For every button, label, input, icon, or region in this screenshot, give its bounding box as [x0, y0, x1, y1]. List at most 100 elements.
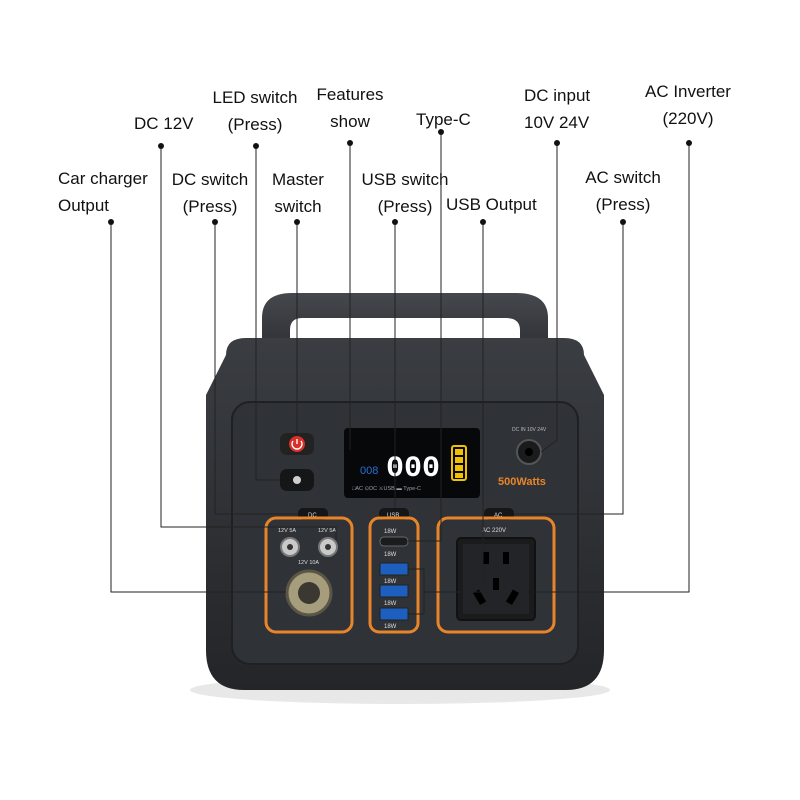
usb-port-label: 18W [384, 601, 397, 607]
leader-dot [212, 219, 218, 225]
label-type-c: Type-C [416, 106, 471, 133]
dc-port-left-label: 12V 5A [278, 528, 296, 534]
label-line: (Press) [377, 197, 433, 216]
battery-bar [455, 449, 463, 455]
ac-outlet-label: AC 220V [482, 528, 506, 534]
leader-led-switch [255, 146, 280, 481]
usb-port-label: 18W [384, 624, 397, 630]
dc-switch-label: DC [308, 513, 317, 519]
label-line: show [330, 112, 370, 131]
leader-lines [110, 132, 690, 615]
usb-output-frame [368, 516, 420, 634]
label-master-switch: Master switch [262, 166, 334, 220]
label-line: AC switch [585, 168, 661, 187]
label-usb-switch: USB switch (Press) [353, 166, 457, 220]
usb-a-port[interactable] [379, 584, 409, 598]
ac-switch-label: AC [494, 513, 503, 519]
label-line: Output [58, 196, 110, 215]
leader-dc-12v [160, 146, 337, 540]
label-line: Features [316, 85, 384, 104]
battery-icon [451, 445, 467, 481]
leader-dots [108, 129, 692, 225]
label-line: AC Inverter [645, 82, 731, 101]
battery-bar [455, 457, 463, 463]
ac-outlet-slot [503, 552, 509, 564]
leader-ac-inverter [535, 143, 690, 593]
label-line: (Press) [595, 195, 651, 214]
usb-switch-label: USB [387, 513, 399, 519]
ac-outlet-slot [505, 589, 519, 606]
label-line: switch [274, 197, 322, 216]
carry-handle [262, 293, 548, 350]
leader-dc-input [540, 143, 558, 453]
label-ac-inverter: AC Inverter (220V) [632, 78, 744, 132]
leader-dot [158, 143, 164, 149]
label-usb-output: USB Output [446, 191, 537, 218]
type-c-port[interactable] [379, 536, 409, 547]
leader-dot [480, 219, 486, 225]
label-line: Type-C [416, 110, 471, 129]
usb-a-port[interactable] [379, 607, 409, 621]
ac-output-frame [436, 516, 556, 634]
power-glyph-icon [291, 439, 303, 450]
car-socket-label: 12V 10A [298, 560, 319, 566]
label-line: DC switch [171, 170, 249, 189]
label-line: 10V 24V [524, 113, 590, 132]
label-line: USB switch [361, 170, 449, 189]
battery-bar [455, 473, 463, 478]
label-line: Master [272, 170, 324, 189]
label-ac-switch: AC switch (Press) [573, 164, 673, 218]
leader-dot [392, 219, 398, 225]
label-line: (220V) [662, 109, 714, 128]
brand-wattage-label: 500Watts [498, 476, 546, 488]
leader-usb-output [424, 222, 484, 593]
leader-dot [294, 219, 300, 225]
dc-output-frame [264, 516, 354, 634]
lcd-display [344, 428, 480, 498]
usb-port-label: 18W [384, 529, 397, 535]
label-features-show: Features show [306, 81, 394, 135]
leader-dot [620, 219, 626, 225]
label-line: Car charger [58, 169, 148, 188]
leader-dot [253, 143, 259, 149]
ac-outlet-slot [493, 578, 499, 590]
battery-bar [455, 465, 463, 471]
label-led-switch: LED switch (Press) [203, 84, 307, 138]
leader-dot [108, 219, 114, 225]
leader-dot [686, 140, 692, 146]
usb-port-label: 18W [384, 552, 397, 558]
car-socket-hole [298, 582, 320, 604]
dc-port-pin [287, 544, 293, 550]
led-bulb-icon [293, 476, 301, 484]
display-icons-row: □AC ⊙DC ⚔USB ▬ Type-C [352, 485, 421, 492]
dc-port-right-label: 12V 5A [318, 528, 336, 534]
leader-dot [438, 129, 444, 135]
label-line: (Press) [227, 115, 283, 134]
dc-input-pin [525, 448, 533, 456]
leader-car-charger [110, 222, 286, 593]
display-small-readout: 008 [360, 465, 378, 477]
usb-a-port[interactable] [379, 562, 409, 576]
display-main-readout: 000 [386, 452, 440, 486]
label-dc-switch: DC switch (Press) [164, 166, 256, 220]
label-line: USB Output [446, 195, 537, 214]
label-dc-input: DC input 10V 24V [524, 82, 590, 136]
leader-type-c [408, 132, 442, 542]
ac-outlet-slot [483, 552, 489, 564]
label-line: DC 12V [134, 114, 194, 133]
label-line: DC input [524, 86, 591, 105]
leader-dot [347, 140, 353, 146]
leader-dc-switch [214, 222, 298, 515]
label-dc-12v: DC 12V [134, 110, 194, 137]
ac-outlet-slot [473, 589, 487, 606]
label-car-charger-output: Car charger Output [58, 165, 148, 219]
usb-port-label: 18W [384, 579, 397, 585]
label-line: (Press) [182, 197, 238, 216]
label-line: LED switch [212, 88, 298, 107]
dc-in-label: DC IN 10V 24V [512, 427, 547, 433]
leader-ac-switch [514, 222, 624, 515]
leader-dot [554, 140, 560, 146]
dc-port-pin [325, 544, 331, 550]
